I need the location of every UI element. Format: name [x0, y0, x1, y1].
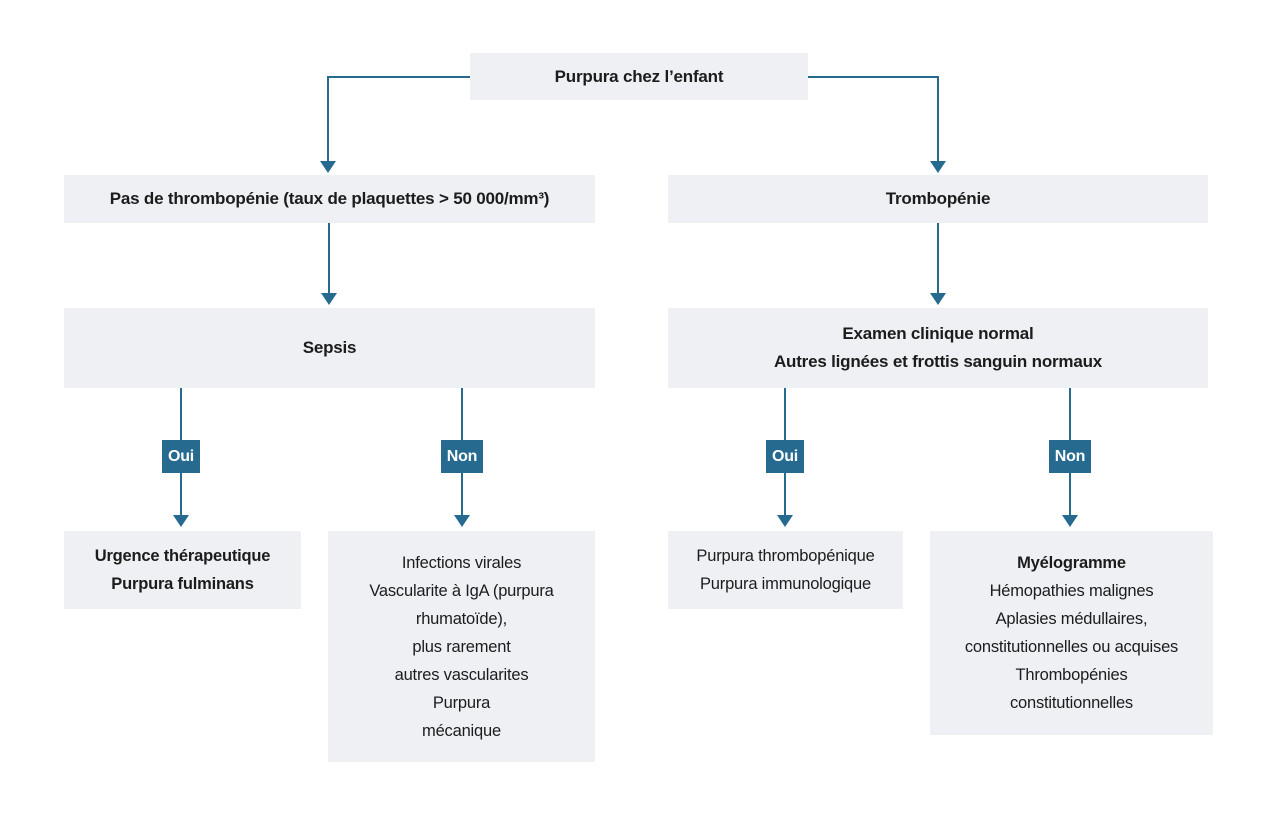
node-left-question: Sepsis	[64, 308, 595, 388]
node-left-condition: Pas de thrombopénie (taux de plaquettes …	[64, 175, 595, 223]
connector-root-to-right-condition	[808, 76, 939, 162]
arrowhead-left-question	[321, 293, 337, 305]
arrowhead-right-no	[1062, 515, 1078, 527]
arrowhead-left-yes	[173, 515, 189, 527]
arrowhead-right-condition	[930, 161, 946, 173]
node-right-yes-result: Purpura thrombopénique Purpura immunolog…	[668, 531, 903, 609]
badge-right-non: Non	[1049, 440, 1091, 473]
arrowhead-right-yes	[777, 515, 793, 527]
badge-right-oui: Oui	[766, 440, 804, 473]
node-root: Purpura chez l’enfant	[470, 53, 808, 100]
node-left-yes-result: Urgence thérapeutique Purpura fulminans	[64, 531, 301, 609]
badge-left-oui: Oui	[162, 440, 200, 473]
node-right-no-result: Myélogramme Hémopathies malignes Aplasie…	[930, 531, 1213, 735]
node-right-no-result-body: Hémopathies malignes Aplasies médullaire…	[964, 582, 1179, 712]
connector-root-to-left-condition	[327, 76, 470, 162]
arrowhead-left-condition	[320, 161, 336, 173]
node-right-condition: Trombopénie	[668, 175, 1208, 223]
node-right-question: Examen clinique normal Autres lignées et…	[668, 308, 1208, 388]
node-right-no-result-title: Myélogramme	[1017, 554, 1126, 572]
arrowhead-left-no	[454, 515, 470, 527]
node-left-no-result: Infections virales Vascularite à IgA (pu…	[328, 531, 595, 762]
arrowhead-right-question	[930, 293, 946, 305]
badge-left-non: Non	[441, 440, 483, 473]
